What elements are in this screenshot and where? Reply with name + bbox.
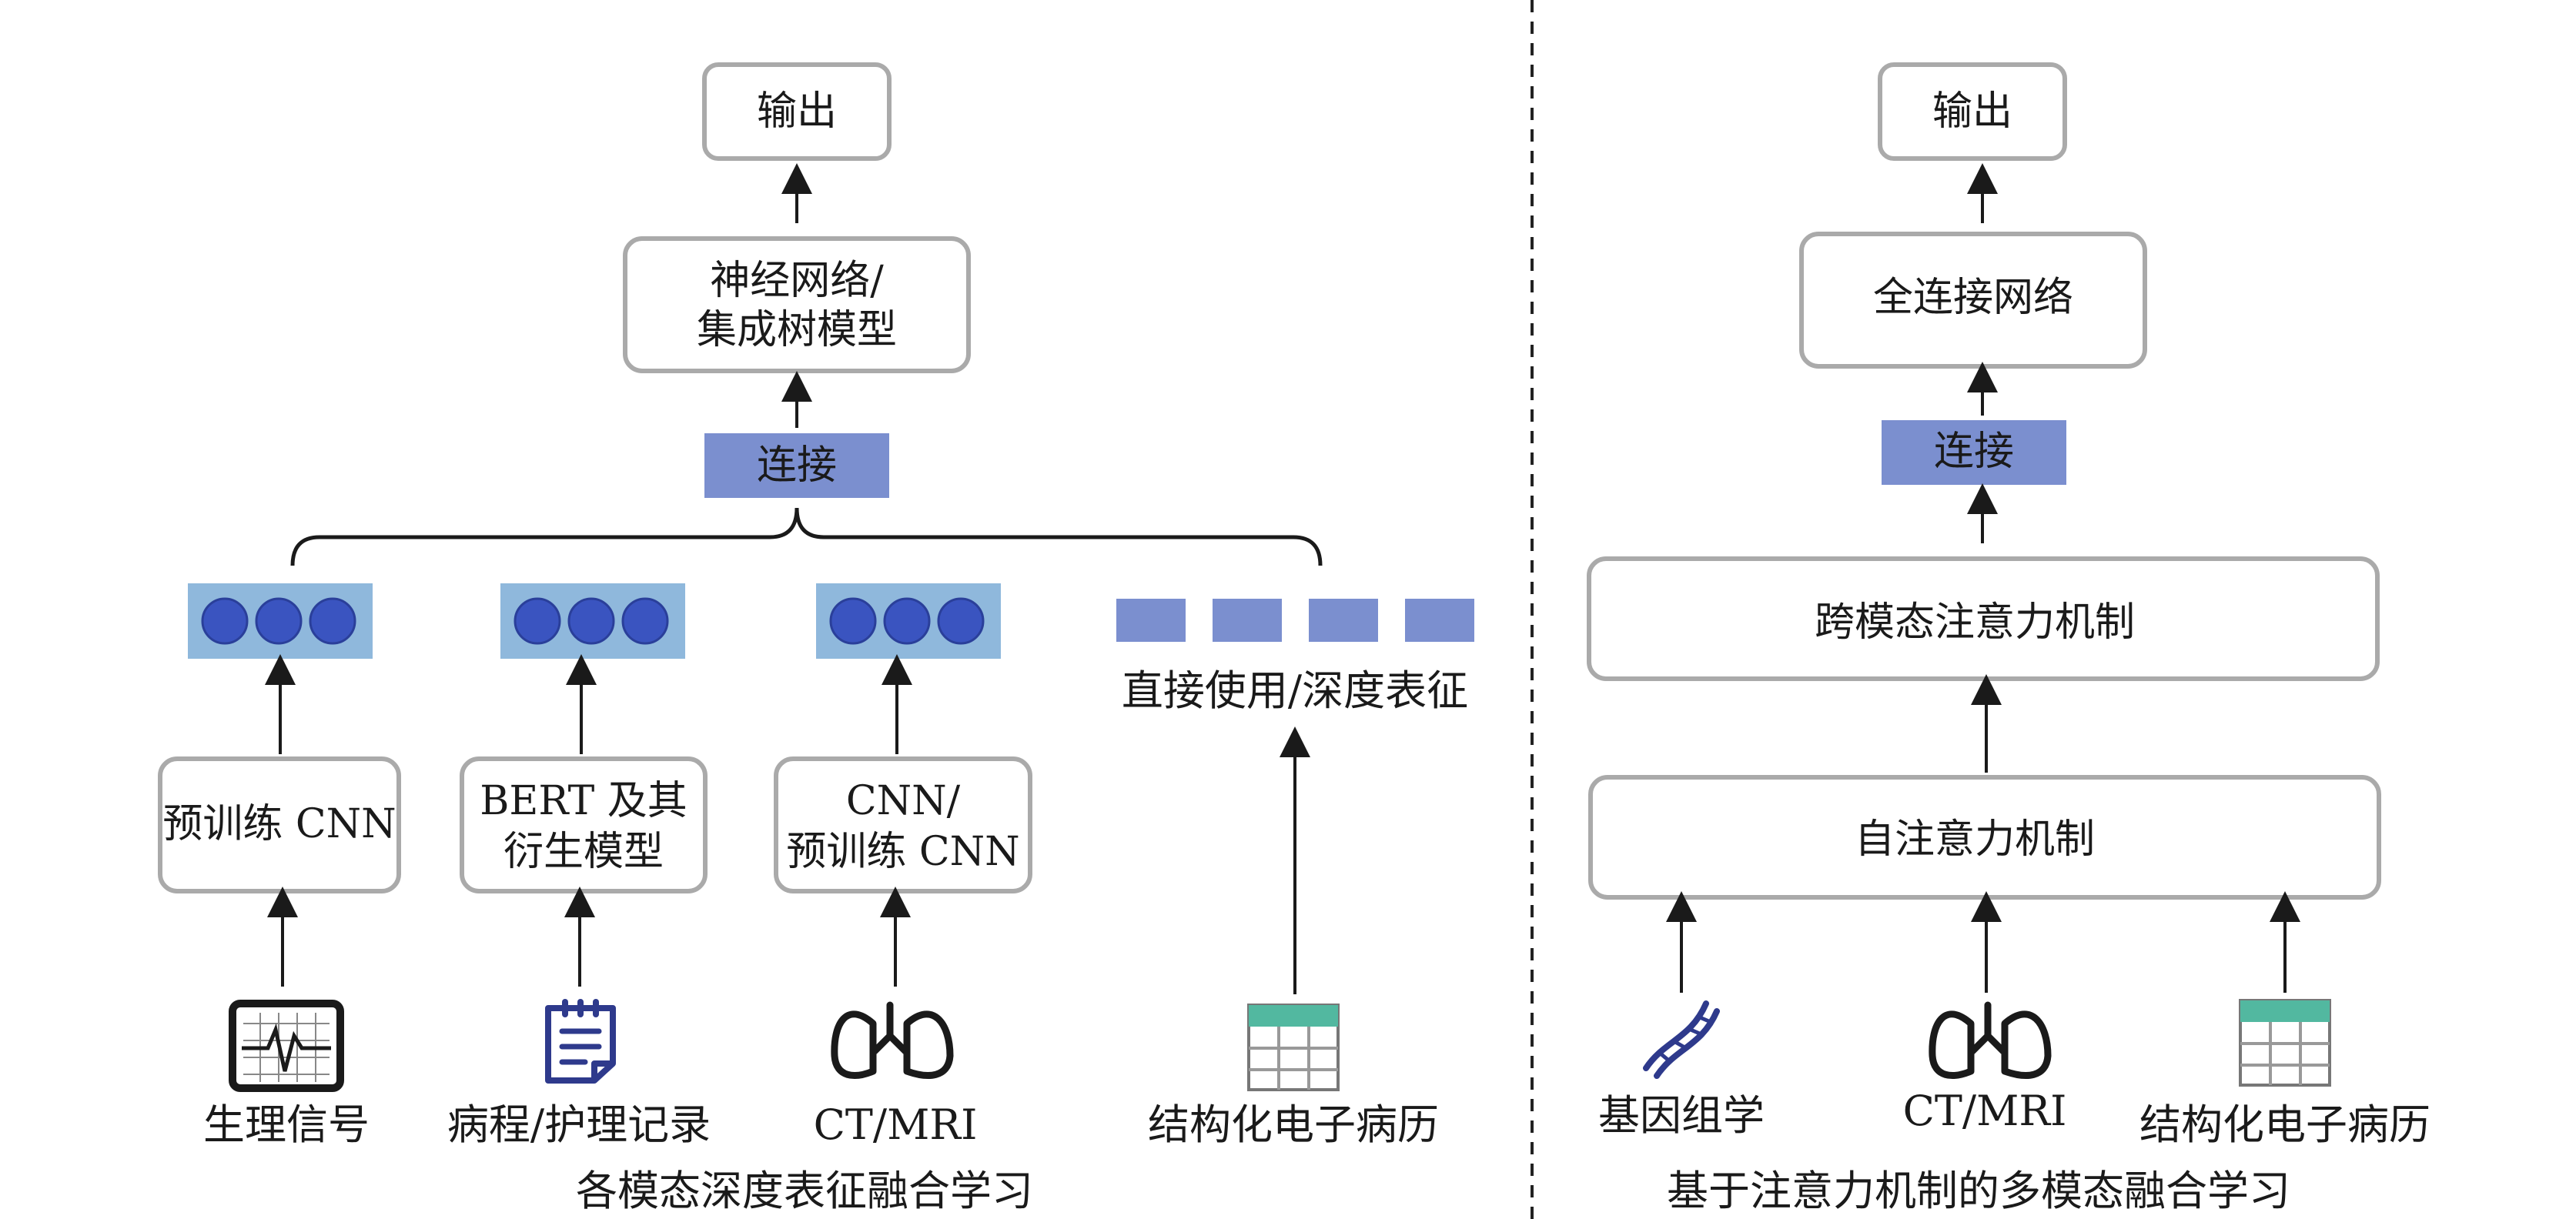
lungs-icon — [831, 1001, 954, 1079]
self-attention-box: 自注意力机制 — [1588, 775, 2381, 900]
left-panel: 输出 神经网络/ 集成树模型 连接 — [158, 62, 1474, 1215]
left-model-label-line2: 集成树模型 — [697, 307, 897, 353]
feature-vector-4 — [1116, 599, 1474, 642]
right-caption: 基于注意力机制的多模态融合学习 — [1667, 1167, 2290, 1215]
left-output-box: 输出 — [702, 62, 892, 161]
fc-label: 全连接网络 — [1873, 275, 2073, 321]
modality-label-notes: 病程/护理记录 — [447, 1100, 711, 1149]
encoder-2-line2: 衍生模型 — [503, 829, 664, 875]
direct-use-label: 直接使用/深度表征 — [1122, 666, 1468, 715]
encoder-1-line1: 预训练 CNN — [162, 801, 396, 847]
dna-icon — [1643, 1000, 1720, 1079]
modality-label-ct: CT/MRI — [814, 1100, 978, 1149]
left-model-label-line1: 神经网络/ — [710, 258, 884, 304]
left-concat-label: 连接 — [757, 443, 837, 489]
left-model-box: 神经网络/ 集成树模型 — [623, 236, 971, 373]
encoder-2-line1: BERT 及其 — [480, 778, 687, 824]
right-modality-label-genomics: 基因组学 — [1598, 1091, 1765, 1140]
right-modality-label-emr: 结构化电子病历 — [2139, 1100, 2430, 1149]
encoder-box-1: 预训练 CNN — [158, 756, 401, 893]
right-concat-box: 连接 — [1882, 420, 2066, 485]
spreadsheet-icon — [1247, 1004, 1340, 1091]
lungs-icon — [1929, 1001, 2052, 1079]
encoder-box-2: BERT 及其 衍生模型 — [460, 756, 708, 893]
left-output-label: 输出 — [757, 89, 837, 135]
encoder-3-line2: 预训练 CNN — [786, 829, 1019, 875]
encoder-box-3: CNN/ 预训练 CNN — [774, 756, 1032, 893]
spreadsheet-icon — [2239, 999, 2331, 1087]
right-modality-label-ct: CT/MRI — [1903, 1087, 2067, 1135]
feature-vector-3 — [816, 583, 1001, 659]
right-panel: 输出 全连接网络 连接 跨模态注意力机制 自注意力机制 — [1587, 62, 2430, 1215]
encoder-3-line1: CNN/ — [846, 778, 961, 824]
fc-box: 全连接网络 — [1799, 232, 2147, 369]
modality-label-emr: 结构化电子病历 — [1148, 1100, 1439, 1149]
feature-vector-2 — [500, 583, 685, 659]
cross-attention-label: 跨模态注意力机制 — [1815, 599, 2135, 646]
modality-label-physio: 生理信号 — [203, 1100, 370, 1149]
self-attention-label: 自注意力机制 — [1855, 817, 2095, 863]
left-concat-box: 连接 — [704, 433, 889, 498]
left-brace — [290, 507, 1323, 566]
cross-attention-box: 跨模态注意力机制 — [1587, 556, 2380, 681]
clipboard-notes-icon — [545, 999, 616, 1084]
feature-vector-1 — [188, 583, 373, 659]
left-caption: 各模态深度表征融合学习 — [576, 1167, 1033, 1215]
ecg-monitor-icon — [229, 1000, 344, 1092]
right-concat-label: 连接 — [1934, 429, 2014, 475]
right-output-box: 输出 — [1878, 62, 2067, 161]
right-output-label: 输出 — [1932, 89, 2012, 135]
